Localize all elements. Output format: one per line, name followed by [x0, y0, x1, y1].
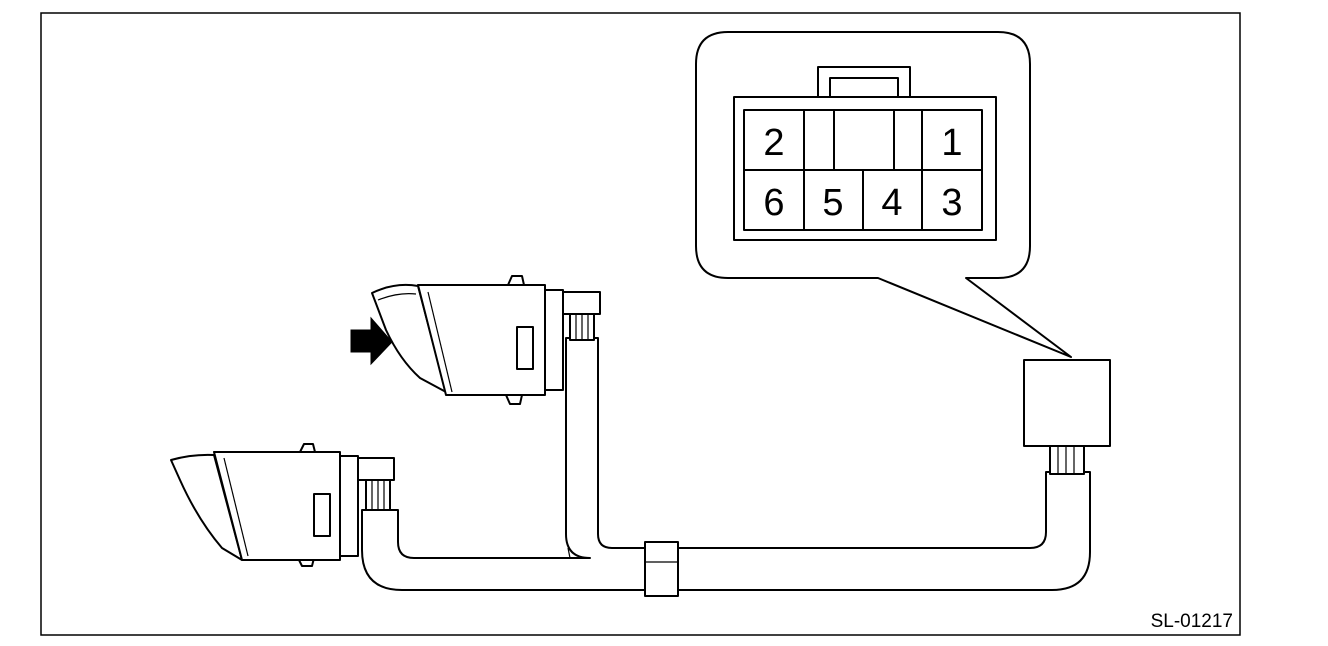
upper-switch: [371, 275, 601, 405]
pin-label-2: 2: [763, 122, 784, 164]
harness-connector: [1023, 359, 1111, 475]
pin-label-6: 6: [763, 182, 784, 224]
pin-label-4: 4: [881, 182, 902, 224]
connector-callout: 2 1 6 5 4 3: [695, 31, 1072, 358]
pin-label-3: 3: [941, 182, 962, 224]
wire-harness: [361, 337, 1091, 597]
connector-face: 2 1 6 5 4 3: [733, 66, 997, 241]
pin-label-5: 5: [822, 182, 843, 224]
figure-id: SL-01217: [1151, 611, 1233, 632]
lower-switch: [170, 443, 395, 567]
indicator-arrow: [350, 316, 393, 366]
pin-label-1: 1: [941, 122, 962, 164]
